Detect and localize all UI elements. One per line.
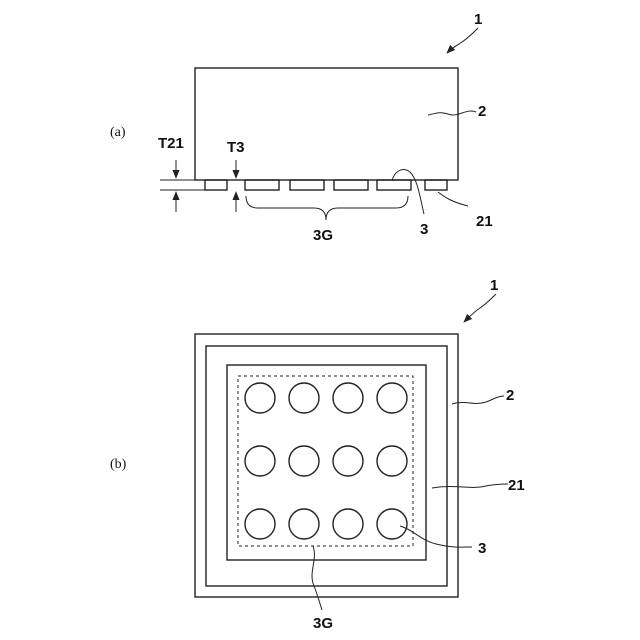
substrate-body-side: [195, 68, 458, 180]
layer-21-outline: [206, 346, 447, 586]
pad-circle: [333, 509, 363, 539]
pad-circle: [245, 446, 275, 476]
device-ref-arrow-b: [464, 294, 496, 322]
pad-side: [290, 180, 324, 190]
group-leader-b: [312, 546, 322, 610]
layer-leader-a: [438, 192, 468, 206]
group-brace-a: [246, 196, 408, 220]
pad-circle: [245, 509, 275, 539]
pad-circle: [333, 446, 363, 476]
pad-circle: [377, 383, 407, 413]
pad-circle: [289, 383, 319, 413]
panel-b-bottom-view: (b) 1 2 21: [110, 277, 525, 632]
layer-ref-label-a: 21: [476, 213, 493, 230]
pad-leader-b: [400, 526, 472, 547]
pad-circle: [245, 383, 275, 413]
pad-circle: [289, 509, 319, 539]
pad-ref-label-b: 3: [478, 540, 486, 557]
pad-side: [245, 180, 279, 190]
substrate-outline-bottom: [195, 334, 458, 597]
device-ref-label-a: 1: [474, 11, 482, 28]
pad-side: [377, 180, 411, 190]
layer-21-edge-right: [425, 180, 447, 190]
thickness-t21-label: T21: [158, 135, 184, 152]
pad-circle: [377, 509, 407, 539]
group-ref-label-a: 3G: [313, 227, 333, 244]
panel-b-label: (b): [110, 457, 127, 472]
device-ref-label-b: 1: [490, 277, 498, 294]
pad-side: [334, 180, 368, 190]
layer-ref-label-b: 21: [508, 477, 525, 494]
substrate-leader-a: [428, 111, 476, 115]
group-ref-label-b: 3G: [313, 615, 333, 632]
thickness-t3-label: T3: [227, 139, 245, 156]
substrate-leader-b: [452, 396, 504, 404]
substrate-ref-label-b: 2: [506, 387, 514, 404]
pad-region-outline: [227, 365, 426, 560]
layer-21-edge-left: [205, 180, 227, 190]
pad-circle: [377, 446, 407, 476]
substrate-ref-label-a: 2: [478, 103, 486, 120]
pad-circle: [289, 446, 319, 476]
pad-leader-a: [392, 170, 424, 214]
bottom-features-side: [205, 180, 447, 190]
device-ref-arrow-a: [447, 28, 478, 53]
panel-a-label: (a): [110, 125, 126, 140]
group-3g-outline: [238, 376, 413, 546]
pad-grid: [245, 383, 407, 539]
pad-ref-label-a: 3: [420, 221, 428, 238]
panel-a-side-view: (a) 1 2 3 21 T21 T3: [110, 11, 493, 244]
layer-leader-b: [432, 484, 508, 488]
pad-circle: [333, 383, 363, 413]
